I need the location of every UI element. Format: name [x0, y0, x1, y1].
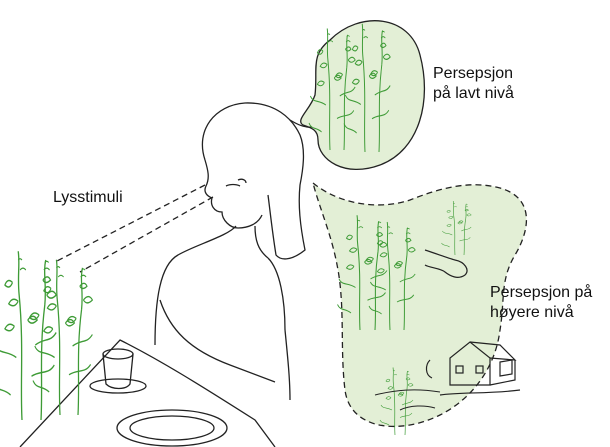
- high-level-perception-label: Persepsjon på høyere nivå: [490, 283, 592, 323]
- low-level-perception-label: Persepsjon på lavt nivå: [433, 64, 514, 104]
- light-stimuli-label: Lysstimuli: [53, 188, 123, 208]
- high-level-line-1: Persepsjon på: [490, 283, 592, 303]
- cup-icon: [90, 349, 146, 393]
- gaze-line-lower: [80, 197, 213, 272]
- light-stimuli-text: Lysstimuli: [53, 188, 123, 208]
- plate-icon: [117, 410, 227, 446]
- low-level-line-1: Persepsjon: [433, 64, 514, 84]
- person-at-table-icon: [155, 103, 312, 400]
- low-level-line-2: på lavt nivå: [433, 84, 514, 104]
- high-level-line-2: høyere nivå: [490, 303, 592, 323]
- table: [20, 340, 275, 447]
- fireweed-plant-icon: [0, 251, 92, 420]
